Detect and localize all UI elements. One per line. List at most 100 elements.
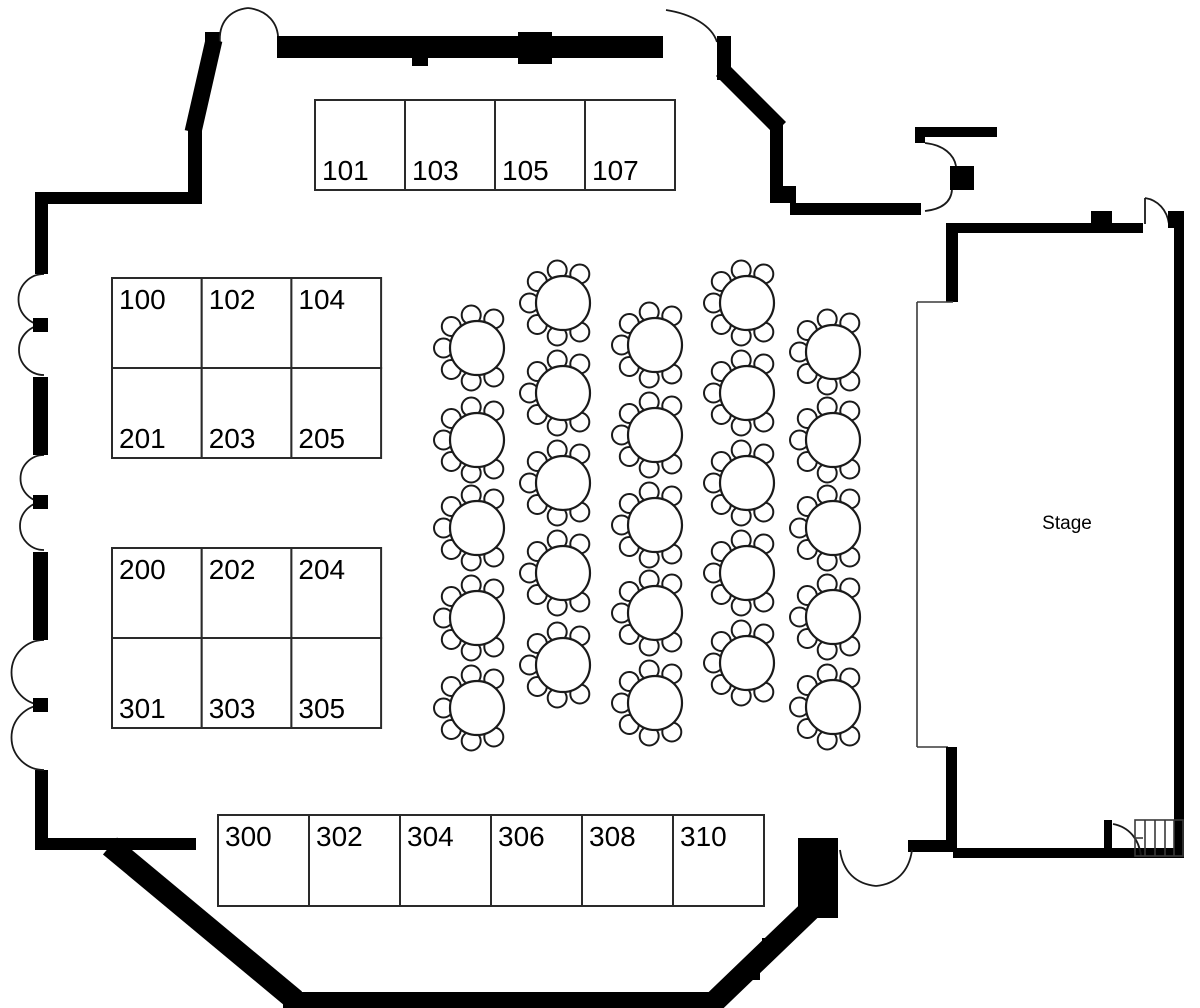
round-table-c3-r2: [611, 391, 684, 479]
booth-number: 105: [502, 155, 549, 186]
table-top: [448, 679, 506, 737]
booth-cell: [111, 547, 203, 639]
round-table-c5-r3: [789, 484, 862, 572]
booth-cell: [217, 814, 310, 907]
booth-203: 203: [200, 367, 293, 459]
wall-segment: [946, 747, 957, 845]
booth-number: 308: [589, 821, 636, 852]
wall-column-stub: [1091, 211, 1112, 223]
booth-102: 102: [200, 277, 293, 369]
booth-number: 205: [298, 423, 345, 454]
table-top: [804, 678, 862, 736]
left-wall-segment: [35, 204, 48, 274]
door-arc: [18, 324, 45, 376]
door-arc: [247, 7, 279, 45]
diagonal-wall-se: [704, 900, 820, 1008]
door-arc: [665, 9, 718, 43]
round-table-c4-r3: [703, 439, 776, 527]
table-top: [804, 323, 862, 381]
booth-cell: [111, 637, 203, 729]
booth-cell: [672, 814, 765, 907]
booth-number: 202: [209, 554, 256, 585]
door-center-stub: [33, 318, 48, 332]
table-top: [534, 274, 592, 332]
booth-310: 310: [672, 814, 765, 907]
booth-308: 308: [581, 814, 674, 907]
left-wall-segment: [33, 552, 48, 640]
door-center-stub: [33, 495, 48, 509]
booth-cell: [581, 814, 674, 907]
round-table-c2-r5: [519, 621, 592, 709]
right-wall: [1174, 223, 1184, 858]
door-center-stub: [33, 698, 48, 712]
wall-segment: [908, 840, 957, 852]
booth-202: 202: [200, 547, 293, 639]
booth-104: 104: [290, 277, 383, 369]
corridor-top-wall: [915, 127, 997, 137]
wall-jog: [762, 938, 778, 952]
door-arc: [19, 454, 45, 503]
booth-number: 201: [119, 423, 166, 454]
booth-100: 100: [111, 277, 203, 369]
round-table-c4-r5: [703, 619, 776, 707]
wall-segment: [946, 223, 958, 302]
door-pillar: [950, 166, 974, 190]
round-table-c1-r3: [433, 484, 506, 572]
round-table-c3-r3: [611, 481, 684, 569]
wall-column-stub: [518, 32, 552, 64]
booth-305: 305: [290, 637, 383, 729]
booth-number: 305: [298, 693, 345, 724]
booth-number: 301: [119, 693, 166, 724]
table-top: [718, 454, 776, 512]
booth-cell: [111, 367, 203, 459]
booth-cell: [290, 277, 383, 369]
wall-segment: [790, 203, 921, 215]
booth-number: 103: [412, 155, 459, 186]
table-top: [534, 454, 592, 512]
booth-300: 300: [217, 814, 310, 907]
stairs: [1134, 819, 1184, 857]
round-table-c1-r5: [433, 664, 506, 752]
booth-number: 102: [209, 284, 256, 315]
booth-cell: [494, 99, 586, 191]
booth-number: 203: [209, 423, 256, 454]
booth-cell: [200, 637, 293, 729]
table-top: [804, 499, 862, 557]
booth-cell: [290, 547, 383, 639]
door-arc: [924, 189, 953, 212]
table-top: [718, 634, 776, 692]
corridor-bottom-wall: [953, 223, 1143, 233]
booth-201: 201: [111, 367, 203, 459]
round-table-c4-r1: [703, 259, 776, 347]
stage-door-stub: [1104, 820, 1112, 856]
table-top: [534, 544, 592, 602]
table-top: [448, 411, 506, 469]
stage-label: Stage: [1042, 513, 1092, 534]
table-top: [626, 584, 684, 642]
door-arc: [10, 704, 45, 771]
table-top: [626, 496, 684, 554]
table-top: [448, 319, 506, 377]
round-table-c1-r4: [433, 574, 506, 662]
door-arc: [10, 639, 45, 706]
booth-cell: [290, 637, 383, 729]
booth-cell: [490, 814, 583, 907]
booth-number: 310: [680, 821, 727, 852]
wall-segment: [770, 122, 783, 196]
wall-shelf: [35, 838, 196, 850]
wall-column-stub: [412, 56, 428, 66]
round-table-c3-r1: [611, 301, 684, 389]
booth-107: 107: [584, 99, 676, 191]
booth-306: 306: [490, 814, 583, 907]
round-table-c1-r1: [433, 304, 506, 392]
stage-bottom-wall: [953, 848, 1184, 858]
booth-200: 200: [111, 547, 203, 639]
door-arc: [839, 849, 877, 887]
table-top: [804, 411, 862, 469]
door-arc: [875, 849, 913, 887]
booth-cell: [404, 99, 496, 191]
booth-cell: [308, 814, 401, 907]
round-table-c5-r2: [789, 396, 862, 484]
table-top: [626, 316, 684, 374]
